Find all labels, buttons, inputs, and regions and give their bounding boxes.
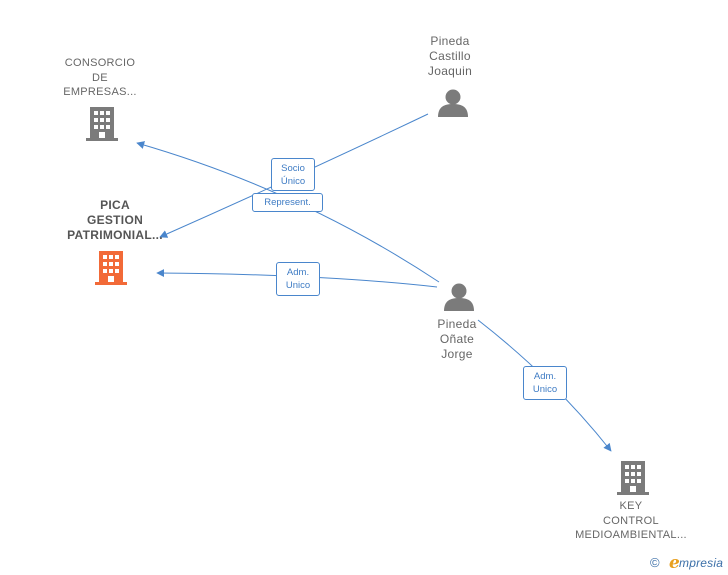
person-icon [438, 89, 468, 117]
label-line: PATRIMONIAL... [67, 228, 163, 242]
label-line: CONSORCIO [64, 57, 136, 69]
node-label-pica[interactable]: PICA GESTION PATRIMONIAL... [50, 198, 180, 243]
label-line: Oñate [439, 332, 475, 346]
edge-label-socio-unico[interactable]: Socio Único [271, 158, 315, 191]
label-line: PICA [100, 198, 130, 212]
label-line: Pineda [430, 34, 470, 48]
edge-label-represent[interactable]: Represent. [252, 193, 323, 212]
edge-label-line: Adm. [533, 371, 557, 382]
building-icon-focus [95, 251, 127, 285]
edge-label-line: Unico [285, 280, 311, 291]
label-line: KEY [619, 500, 643, 512]
label-line: DE [92, 71, 108, 84]
brand-e: e [669, 553, 680, 573]
building-icon [617, 461, 649, 495]
node-label-castillo[interactable]: Pineda Castillo Joaquin [400, 34, 500, 79]
label-line: EMPRESAS... [63, 86, 137, 98]
building-icon [86, 107, 118, 141]
label-line: Joaquin [427, 64, 473, 78]
edge-label-line: Adm. [286, 267, 310, 278]
node-label-key[interactable]: KEY CONTROL MEDIOAMBIENTAL... [566, 499, 696, 543]
edge-label-adm-key[interactable]: Adm. Unico [523, 366, 567, 400]
label-line: Jorge [441, 347, 473, 361]
edge-label-line: Unico [532, 384, 558, 395]
person-icon [444, 283, 474, 311]
label-line: CONTROL [603, 514, 659, 527]
copyright-icon: © [650, 555, 660, 570]
label-line: Castillo [429, 49, 471, 63]
edge-label-line: Único [280, 176, 306, 187]
empresia-logo[interactable]: © e mpresia [650, 553, 728, 573]
edge-label-adm-pica[interactable]: Adm. Unico [276, 262, 320, 296]
node-label-onate[interactable]: Pineda Oñate Jorge [407, 317, 507, 362]
edge-label-line: Socio [281, 163, 305, 174]
label-line: MEDIOAMBIENTAL... [575, 529, 687, 541]
node-label-consorcio[interactable]: CONSORCIO DE EMPRESAS... [40, 56, 160, 100]
brand-name: mpresia [679, 556, 724, 570]
label-line: GESTION [86, 213, 144, 227]
edge-label-line: Represent. [264, 197, 311, 208]
label-line: Pineda [437, 317, 477, 331]
